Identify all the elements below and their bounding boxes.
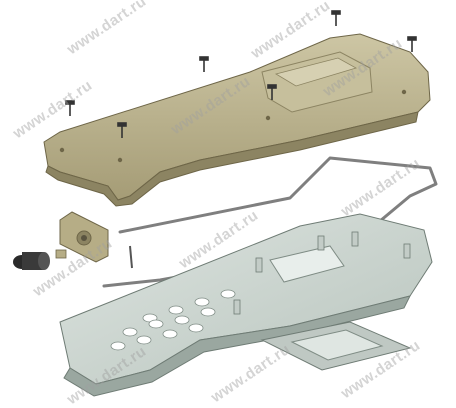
button-holes [110,289,236,351]
top-case-shell [43,33,431,207]
screw-hole [59,147,65,153]
screw [331,10,341,26]
display-window-frame [260,321,412,371]
screw [199,56,209,72]
cable-gland-connector [13,249,67,270]
screw-hole [265,115,271,121]
screw [117,122,127,138]
screw-bosses [233,231,411,315]
display-opening [269,245,345,283]
pin [129,245,133,269]
screws [65,10,417,138]
screw [407,36,417,52]
screw-hole [117,157,123,163]
screw-hole [401,89,407,95]
screw [267,84,277,100]
screw [65,100,75,116]
connector-plate [59,211,109,263]
bottom-case-shell [59,213,433,397]
